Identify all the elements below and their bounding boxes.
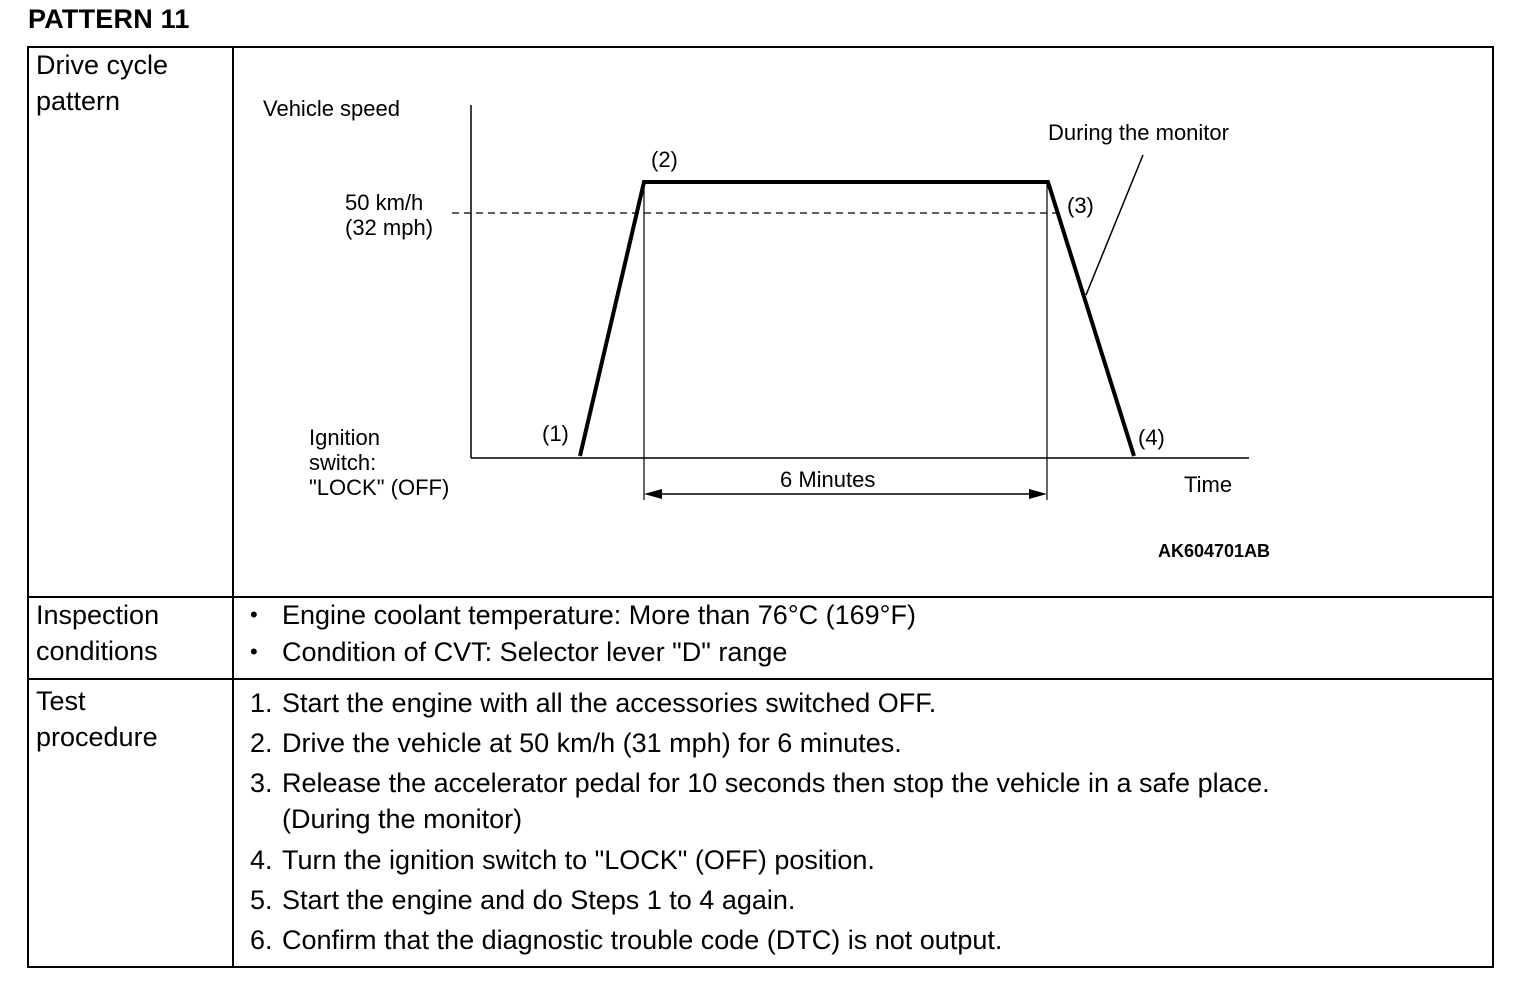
- drive-cycle-label-line2: pattern: [36, 86, 121, 116]
- step-text: Start the engine and do Steps 1 to 4 aga…: [282, 885, 796, 915]
- ignition-label-line2: switch:: [309, 450, 376, 475]
- step-number: 3.: [250, 768, 273, 798]
- drive-cycle-label-line1: Drive cycle: [36, 50, 169, 80]
- table-column-divider: [232, 46, 234, 968]
- test-label-line2: procedure: [36, 722, 158, 752]
- list-item-text: Engine coolant temperature: More than 76…: [282, 600, 916, 630]
- bullet-icon: •: [250, 639, 258, 664]
- test-procedure-label: Test procedure: [36, 683, 158, 755]
- inspection-label-line2: conditions: [36, 636, 158, 666]
- step-text: Drive the vehicle at 50 km/h (31 mph) fo…: [282, 728, 902, 758]
- ignition-label-line1: Ignition: [309, 425, 380, 450]
- step-number: 1.: [250, 688, 273, 718]
- speed-label-kmh: 50 km/h: [345, 190, 423, 215]
- point-label-4: (4): [1138, 425, 1165, 450]
- duration-arrow-left-head: [644, 489, 662, 499]
- table-row-divider: [27, 596, 1494, 598]
- point-label-3: (3): [1067, 193, 1094, 218]
- step-number: 4.: [250, 845, 273, 875]
- point-label-2: (2): [651, 147, 678, 172]
- drive-cycle-label: Drive cycle pattern: [36, 47, 168, 119]
- step-text: Turn the ignition switch to "LOCK" (OFF)…: [282, 845, 875, 875]
- monitor-leader-line: [1085, 154, 1144, 296]
- step-number: 6.: [250, 925, 273, 955]
- page-title: PATTERN 11: [28, 4, 190, 34]
- monitor-label: During the monitor: [1048, 120, 1229, 145]
- duration-label: 6 Minutes: [780, 467, 875, 492]
- list-item-text: Condition of CVT: Selector lever "D" ran…: [282, 637, 788, 667]
- ignition-label-line3: "LOCK" (OFF): [309, 475, 449, 500]
- duration-arrow-right-head: [1029, 489, 1047, 499]
- drive-cycle-diagram: Vehicle speed 50 km/h (32 mph) (1) (2) (…: [263, 96, 1270, 561]
- step-number: 5.: [250, 885, 273, 915]
- step-text-continued: (During the monitor): [282, 804, 523, 834]
- point-label-1: (1): [542, 421, 569, 446]
- test-label-line1: Test: [36, 686, 86, 716]
- step-number: 2.: [250, 728, 273, 758]
- table-row-divider: [27, 678, 1494, 680]
- figure-code: AK604701AB: [1158, 541, 1270, 561]
- inspection-label: Inspection conditions: [36, 597, 159, 669]
- inspection-label-line1: Inspection: [36, 600, 160, 630]
- step-text: Confirm that the diagnostic trouble code…: [282, 925, 1003, 955]
- y-axis-label: Vehicle speed: [263, 96, 400, 121]
- speed-label-mph: (32 mph): [345, 215, 433, 240]
- step-text: Release the accelerator pedal for 10 sec…: [282, 768, 1270, 798]
- pattern-table: [27, 46, 1494, 968]
- bullet-icon: •: [250, 602, 258, 627]
- speed-profile: [578, 180, 1136, 457]
- x-axis-label: Time: [1184, 472, 1232, 497]
- step-text: Start the engine with all the accessorie…: [282, 688, 937, 718]
